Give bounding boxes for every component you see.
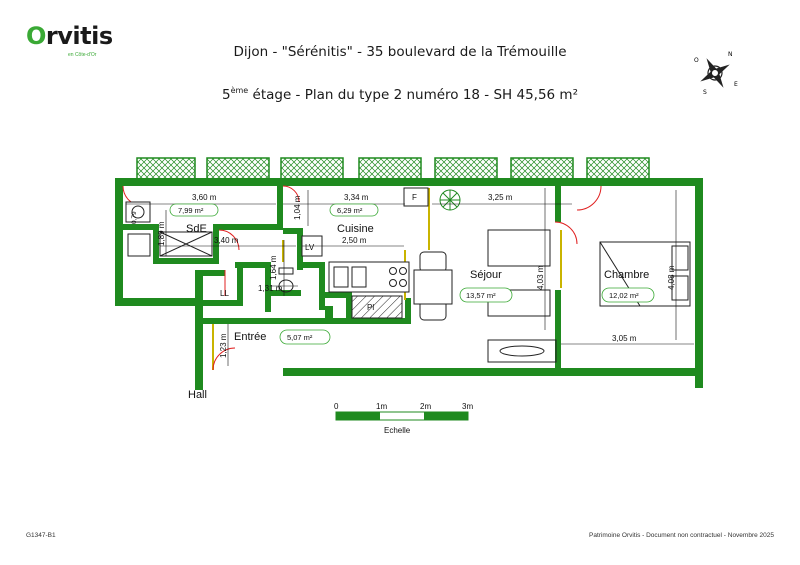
scale-tick-3m: 3m (462, 402, 473, 411)
floor-suffix: ème (230, 86, 249, 95)
plan-title: Dijon - "Sérénitis" - 35 boulevard de la… (233, 44, 567, 60)
area-cuisine: 6,29 m² (337, 206, 363, 215)
area-badge-chambre (601, 287, 655, 303)
dim-4-08: 4,08 m (667, 265, 676, 290)
dim-1-04: 1,04 m (293, 195, 302, 220)
label-ll: LL (220, 289, 229, 298)
scale-tick-2m: 2m (420, 402, 431, 411)
room-label-entree: Entrée (234, 331, 266, 343)
bathroom-fixtures (125, 201, 294, 293)
balcony-planters (136, 157, 650, 181)
kitchen-fixtures (301, 187, 429, 319)
compass-e: E (734, 81, 738, 88)
dim-3-05: 3,05 m (612, 334, 637, 343)
logo-wordmark: Orvitis (26, 22, 113, 50)
scale-tick-1m: 1m (376, 402, 387, 411)
room-label-chambre: Chambre (604, 269, 649, 281)
compass-n: N (728, 51, 733, 58)
room-label-hall: Hall (188, 389, 207, 401)
scale-tick-0: 0 (334, 402, 339, 411)
area-badge-sejour (459, 287, 513, 303)
orvitis-logo: Orvitis en Côte-d'Or (24, 22, 114, 62)
plant-icon (439, 189, 461, 211)
label-lv: LV (305, 243, 315, 252)
dim-3-60: 3,60 m (192, 193, 217, 202)
area-badge-sde (169, 203, 219, 217)
compass-icon: N O E S (694, 51, 738, 96)
dim-3-34: 3,34 m (344, 193, 369, 202)
area-badge-entree (279, 329, 331, 345)
label-f: F (412, 193, 417, 202)
area-sde: 7,99 m² (178, 206, 204, 215)
dim-2-50: 2,50 m (342, 236, 367, 245)
room-label-sde: SdE (186, 223, 207, 235)
dim-3-25: 3,25 m (488, 193, 513, 202)
label-pl: Pl (367, 303, 374, 312)
compass-o: O (694, 57, 699, 64)
dim-1-31: 1,31 m (258, 284, 283, 293)
footer-note: Patrimoine Orvitis - Document non contra… (589, 532, 774, 539)
scale-label: Echelle (384, 426, 411, 435)
compass-s: S (703, 89, 707, 96)
plan-subtitle: 5ème étage - Plan du type 2 numéro 18 - … (0, 86, 800, 103)
dim-1-89: 1,89 m (157, 221, 166, 246)
living-furniture (487, 229, 557, 363)
dim-4-03: 4,03 m (536, 265, 545, 290)
scale-bar: 0 1m 2m 3m Echelle (334, 402, 473, 435)
logo-subtitle: en Côte-d'Or (68, 52, 97, 58)
logo-text: rvitis (45, 22, 113, 50)
area-sejour: 13,57 m² (466, 291, 496, 300)
room-label-sejour: Séjour (470, 269, 502, 281)
dim-3-40: 3,40 m (214, 236, 239, 245)
exterior-walls (115, 178, 703, 390)
room-label-cuisine: Cuisine (337, 223, 374, 235)
dining-table (413, 251, 453, 321)
dim-1-23: 1,23 m (219, 333, 228, 358)
logo-letter: O (26, 22, 46, 50)
document-reference: G1347-B1 (26, 532, 56, 539)
area-badge-cuisine (329, 203, 379, 217)
area-chambre: 12,02 m² (609, 291, 639, 300)
dimension-labels: 3,60 m 3,34 m 3,25 m 3,40 m 2,50 m 1,31 … (131, 193, 676, 358)
area-entree: 5,07 m² (287, 333, 313, 342)
floor-number: 5 (221, 87, 231, 103)
dim-1-64: 1,64 m (269, 255, 278, 280)
plan-description: étage - Plan du type 2 numéro 18 - SH 45… (248, 87, 579, 103)
dim-0-79: 0,79 (131, 211, 138, 224)
